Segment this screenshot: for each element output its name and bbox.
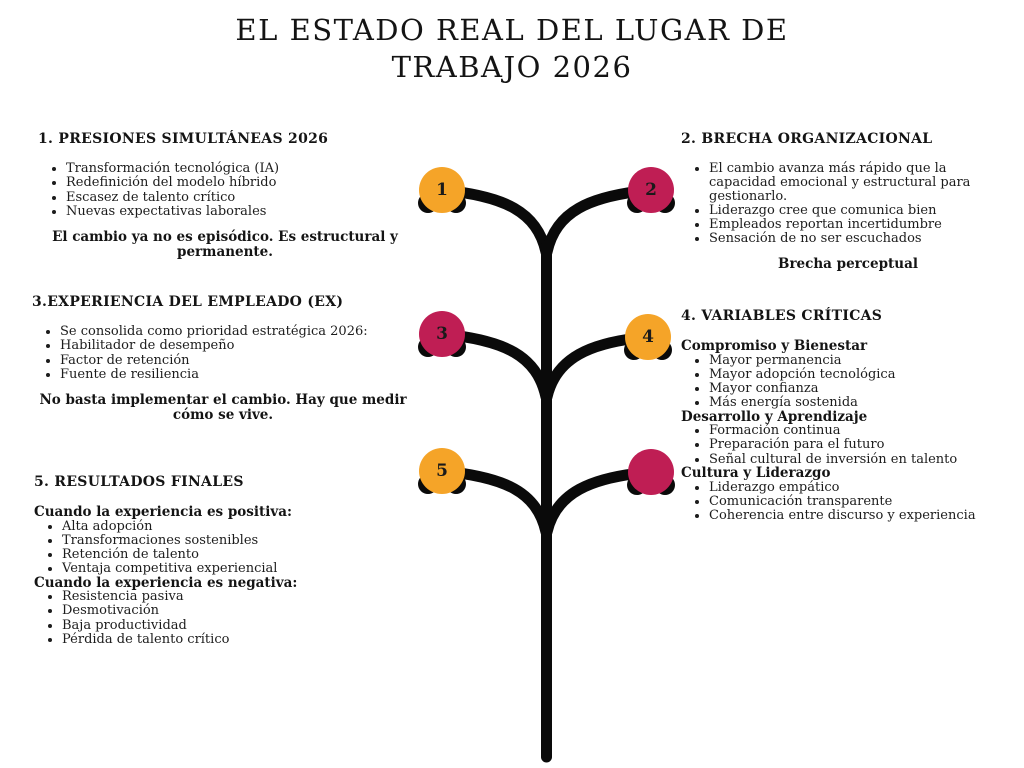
node-circle-3: 3 <box>419 311 465 357</box>
section-4-list: Formación continua Preparación para el f… <box>681 424 1021 466</box>
section-4-list: Mayor permanencia Mayor adopción tecnoló… <box>681 353 1021 411</box>
list-item: Coherencia entre discurso y experiencia <box>681 509 1021 523</box>
list-item: Empleados reportan incertidumbre <box>681 218 1015 232</box>
list-item: Se consolida como prioridad estratégica … <box>32 325 414 339</box>
section-experiencia-empleado: 3.EXPERIENCIA DEL EMPLEADO (EX) Se conso… <box>32 294 414 423</box>
list-item: Alta adopción <box>34 519 410 534</box>
page-title: EL ESTADO REAL DEL LUGAR DE TRABAJO 2026 <box>235 13 789 84</box>
list-item: Mayor adopción tecnológica <box>681 367 1021 382</box>
list-item: Pérdida de talento crítico <box>34 633 410 647</box>
section-1-heading: 1. PRESIONES SIMULTÁNEAS 2026 <box>38 131 329 147</box>
list-item: Formación continua <box>681 424 1021 438</box>
list-item: Sensación de no ser escuchados <box>681 232 1015 246</box>
section-2-heading: 2. BRECHA ORGANIZACIONAL <box>681 131 933 147</box>
list-item: Comunicación transparente <box>681 495 1021 509</box>
list-item: Escasez de talento crítico <box>38 190 412 205</box>
list-item: Mayor confianza <box>681 382 1021 396</box>
list-item: Ventaja competitiva experiencial <box>34 562 410 576</box>
list-item: Habilitador de desempeño <box>32 339 414 353</box>
list-item: Nuevas expectativas laborales <box>38 205 412 219</box>
section-1-tagline: El cambio ya no es episódico. Es estruct… <box>52 228 398 260</box>
list-item: El cambio avanza más rápido que la capac… <box>681 162 1015 203</box>
section-3-tagline: No basta implementar el cambio. Hay que … <box>39 391 407 423</box>
section-5-subheading: Cuando la experiencia es positiva: <box>34 504 292 520</box>
list-item: Transformaciones sostenibles <box>34 533 410 548</box>
list-item: Desmotivación <box>34 604 410 618</box>
list-item: Fuente de resiliencia <box>32 368 414 382</box>
node-circle-2: 2 <box>628 167 674 213</box>
list-item: Baja productividad <box>34 618 410 633</box>
section-5-list: Alta adopción Transformaciones sostenibl… <box>34 519 410 577</box>
list-item: Transformación tecnológica (IA) <box>38 162 412 176</box>
section-4-subheading: Compromiso y Bienestar <box>681 338 868 354</box>
list-item: Más energía sostenida <box>681 396 1021 410</box>
section-variables-criticas: 4. VARIABLES CRÍTICAS Compromiso y Biene… <box>681 308 1021 523</box>
list-item: Retención de talento <box>34 548 410 562</box>
node-circle-6 <box>628 449 674 495</box>
list-item: Liderazgo cree que comunica bien <box>681 204 1015 218</box>
section-brecha-organizacional: 2. BRECHA ORGANIZACIONAL El cambio avanz… <box>681 131 1015 272</box>
section-5-subheading: Cuando la experiencia es negativa: <box>34 574 298 591</box>
section-1-list: Transformación tecnológica (IA) Redefini… <box>38 162 412 219</box>
node-circle-4: 4 <box>625 314 671 360</box>
list-item: Redefinición del modelo híbrido <box>38 176 412 190</box>
section-5-heading: 5. RESULTADOS FINALES <box>34 474 244 490</box>
list-item: Mayor permanencia <box>681 353 1021 368</box>
section-3-heading: 3.EXPERIENCIA DEL EMPLEADO (EX) <box>32 294 344 310</box>
section-3-list: Se consolida como prioridad estratégica … <box>32 325 414 382</box>
section-4-subheading: Cultura y Liderazgo <box>681 465 831 482</box>
list-item: Señal cultural de inversión en talento <box>681 452 1021 467</box>
list-item: Resistencia pasiva <box>34 590 410 604</box>
node-circle-1: 1 <box>419 167 465 213</box>
list-item: Liderazgo empático <box>681 480 1021 495</box>
section-4-subheading: Desarrollo y Aprendizaje <box>681 408 868 425</box>
list-item: Factor de retención <box>32 353 414 368</box>
section-4-heading: 4. VARIABLES CRÍTICAS <box>681 308 883 324</box>
section-resultados-finales: 5. RESULTADOS FINALES Cuando la experien… <box>34 474 410 647</box>
section-4-list: Liderazgo empático Comunicación transpar… <box>681 480 1021 523</box>
section-5-list: Resistencia pasiva Desmotivación Baja pr… <box>34 590 410 647</box>
section-2-list: El cambio avanza más rápido que la capac… <box>681 162 1015 246</box>
node-circle-5: 5 <box>419 448 465 494</box>
list-item: Preparación para el futuro <box>681 438 1021 452</box>
section-presiones-simultaneas: 1. PRESIONES SIMULTÁNEAS 2026 Transforma… <box>38 131 412 260</box>
section-2-tagline: Brecha perceptual <box>778 256 918 273</box>
